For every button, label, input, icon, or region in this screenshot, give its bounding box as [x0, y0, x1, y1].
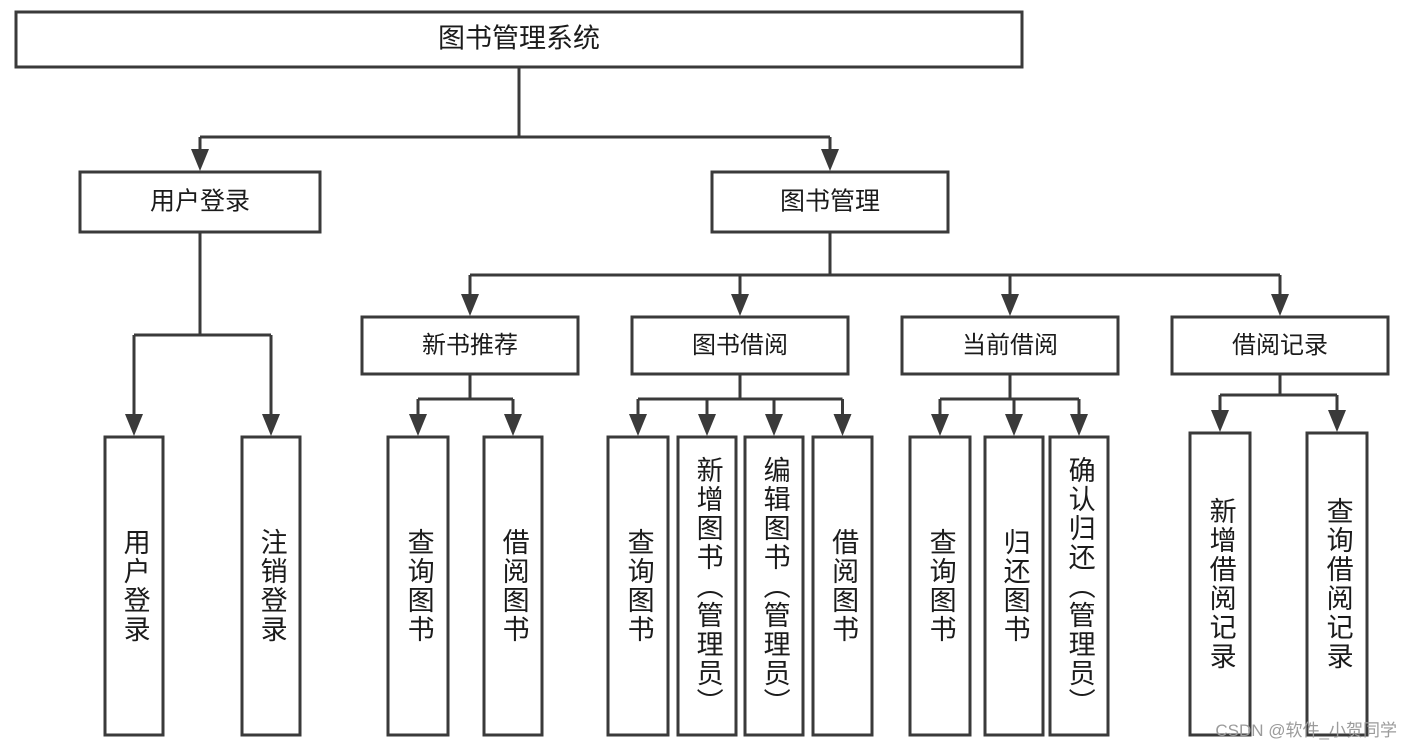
arrow-down-icon [461, 294, 479, 316]
leaf-node-0-rect [103, 435, 165, 737]
arrow-down-icon [1328, 410, 1346, 432]
leaf-node-11-rect [1188, 431, 1252, 737]
arrow-down-icon [629, 414, 647, 436]
leaf-node-4-rect [606, 435, 670, 737]
arrow-down-icon [1211, 410, 1229, 432]
level2-node-0[interactable]: 用户登录 [78, 170, 322, 234]
leaf-node-2[interactable] [386, 435, 450, 737]
root-node-rect [14, 10, 1024, 69]
arrow-down-icon [262, 414, 280, 436]
leaf-node-3[interactable] [482, 435, 544, 737]
arrow-down-icon [191, 149, 209, 171]
leaf-node-7-rect [811, 435, 874, 737]
level2-node-1[interactable]: 图书管理 [710, 170, 950, 234]
leaf-node-5[interactable] [676, 435, 738, 737]
level2-node-1-label: 图书管理 [780, 188, 880, 216]
leaf-node-6-rect [743, 435, 805, 737]
arrow-down-icon [504, 414, 522, 436]
leaf-node-4[interactable] [606, 435, 670, 737]
level3-node-0-label: 新书推荐 [422, 332, 518, 359]
level3-node-1-rect [630, 315, 850, 376]
arrow-down-icon [698, 414, 716, 436]
level2-node-1-rect [710, 170, 950, 234]
level2-node-0-label: 用户登录 [150, 188, 250, 216]
arrow-down-icon [1005, 414, 1023, 436]
leaf-node-9[interactable] [983, 435, 1045, 737]
leaf-node-1[interactable] [240, 435, 302, 737]
level3-node-1[interactable]: 图书借阅 [630, 315, 850, 376]
arrow-down-icon [409, 414, 427, 436]
arrow-down-icon [821, 149, 839, 171]
leaf-node-12-rect [1305, 431, 1369, 737]
leaf-node-8[interactable] [908, 435, 972, 737]
root-node[interactable]: 图书管理系统 [14, 10, 1024, 69]
level3-node-3[interactable]: 借阅记录 [1170, 315, 1390, 376]
level2-node-0-rect [78, 170, 322, 234]
leaf-node-7[interactable] [811, 435, 874, 737]
leaf-node-10[interactable] [1048, 435, 1110, 737]
leaf-node-3-rect [482, 435, 544, 737]
leaf-node-12[interactable] [1305, 431, 1369, 737]
arrow-down-icon [1001, 294, 1019, 316]
arrow-down-icon [731, 294, 749, 316]
arrow-down-icon [931, 414, 949, 436]
arrow-down-icon [833, 414, 852, 436]
leaf-node-10-rect [1048, 435, 1110, 737]
level3-node-1-label: 图书借阅 [692, 332, 788, 359]
leaf-node-9-rect [983, 435, 1045, 737]
arrow-down-icon [125, 414, 143, 436]
leaf-node-5-rect [676, 435, 738, 737]
arrow-down-icon [1271, 294, 1289, 316]
leaf-node-8-rect [908, 435, 972, 737]
level3-node-2-rect [900, 315, 1120, 376]
arrow-down-icon [1070, 414, 1088, 436]
watermark: CSDN @软件_小贺同学 [1215, 721, 1397, 740]
leaf-node-11[interactable] [1188, 431, 1252, 737]
leaf-node-1-rect [240, 435, 302, 737]
level3-node-2[interactable]: 当前借阅 [900, 315, 1120, 376]
leaf-node-2-rect [386, 435, 450, 737]
level3-node-2-label: 当前借阅 [962, 332, 1058, 359]
leaf-node-6[interactable] [743, 435, 805, 737]
root-node-label: 图书管理系统 [438, 24, 600, 54]
level3-node-0-rect [360, 315, 580, 376]
level3-node-0[interactable]: 新书推荐 [360, 315, 580, 376]
arrow-down-icon [765, 414, 783, 436]
level3-node-3-label: 借阅记录 [1232, 332, 1328, 359]
leaf-node-0[interactable] [103, 435, 165, 737]
level3-node-3-rect [1170, 315, 1390, 376]
